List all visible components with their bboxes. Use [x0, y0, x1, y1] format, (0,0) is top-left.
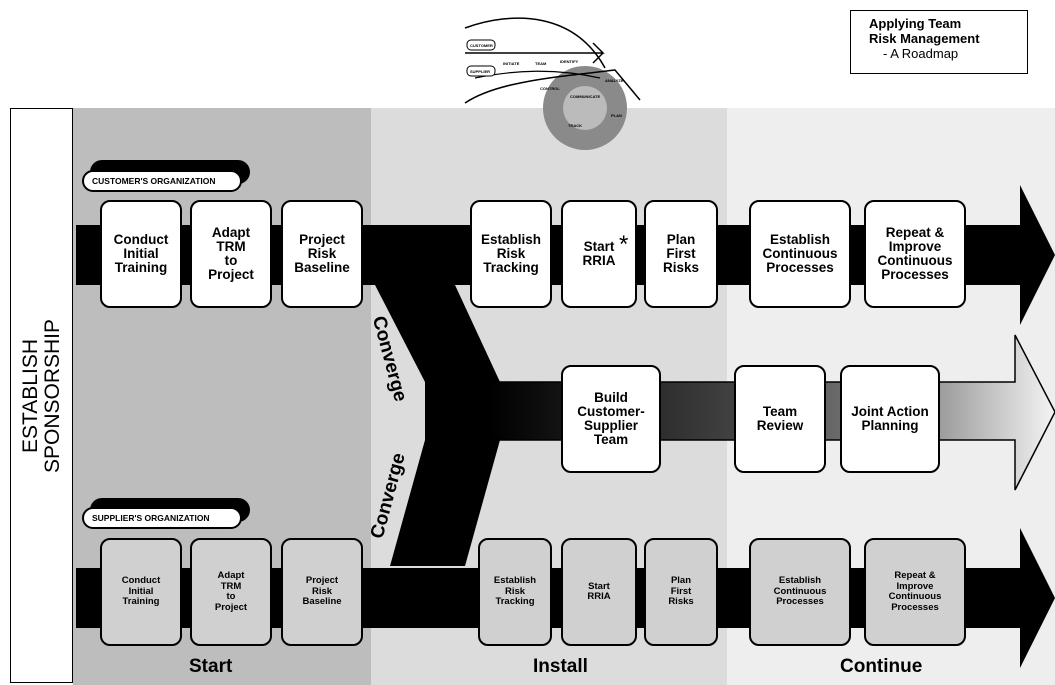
title-line2: Risk Management	[869, 31, 1027, 46]
supplier-org-tab: SUPPLIER'S ORGANIZATION	[82, 507, 242, 529]
customer-step-plan-risks: Plan First Risks	[644, 200, 718, 308]
customer-step-adapt-trm: Adapt TRM to Project	[190, 200, 272, 308]
mini-label-analyze: ANALYZE	[605, 78, 624, 83]
title-line3: - A Roadmap	[869, 46, 1027, 61]
customer-step-continuous-processes: Establish Continuous Processes	[749, 200, 851, 308]
phase-label-install: Install	[533, 656, 588, 678]
establish-sponsorship: ESTABLISH SPONSORSHIP	[10, 108, 73, 683]
customer-step-risk-tracking: Establish Risk Tracking	[470, 200, 552, 308]
phase-label-start: Start	[189, 656, 232, 678]
customer-org-tab: CUSTOMER'S ORGANIZATION	[82, 170, 242, 192]
converge-funnel	[375, 285, 500, 566]
supplier-step-conduct-training: Conduct Initial Training	[100, 538, 182, 646]
supplier-step-plan-risks: Plan First Risks	[644, 538, 718, 646]
mini-label-identify: IDENTIFY	[560, 59, 578, 64]
supplier-step-continuous-processes: Establish Continuous Processes	[749, 538, 851, 646]
mini-label-track: TRACK	[568, 123, 582, 128]
phase-label-continue: Continue	[840, 656, 922, 678]
customer-step-start-rria-label: Start RRIA	[583, 240, 616, 268]
rria-asterisk: *	[619, 238, 628, 252]
mini-label-communicate: COMMUNICATE	[570, 94, 600, 99]
customer-step-risk-baseline: Project Risk Baseline	[281, 200, 363, 308]
joint-step-action-planning: Joint Action Planning	[840, 365, 940, 473]
supplier-step-risk-baseline: Project Risk Baseline	[281, 538, 363, 646]
mini-label-team: TEAM	[535, 61, 546, 66]
customer-step-start-rria: Start RRIA *	[561, 200, 637, 308]
mini-process-graphic	[455, 8, 655, 158]
joint-step-build-team: Build Customer- Supplier Team	[561, 365, 661, 473]
title-box: Applying Team Risk Management - A Roadma…	[850, 10, 1028, 74]
mini-label-customer: CUSTOMER	[470, 43, 493, 48]
mini-label-plan: PLAN	[611, 113, 622, 118]
mini-process-diagram: CUSTOMER SUPPLIER INITIATE TEAM IDENTIFY…	[455, 8, 655, 158]
mini-label-supplier: SUPPLIER	[470, 69, 490, 74]
supplier-step-adapt-trm: Adapt TRM to Project	[190, 538, 272, 646]
mini-label-initiate: INITIATE	[503, 61, 519, 66]
supplier-step-risk-tracking: Establish Risk Tracking	[478, 538, 552, 646]
mini-label-control: CONTROL	[540, 86, 560, 91]
customer-step-repeat-improve: Repeat & Improve Continuous Processes	[864, 200, 966, 308]
supplier-step-repeat-improve: Repeat & Improve Continuous Processes	[864, 538, 966, 646]
sponsorship-label: ESTABLISH SPONSORSHIP	[20, 318, 64, 472]
joint-step-team-review: Team Review	[734, 365, 826, 473]
customer-step-conduct-training: Conduct Initial Training	[100, 200, 182, 308]
title-line1: Applying Team	[869, 16, 1027, 31]
supplier-step-start-rria: Start RRIA	[561, 538, 637, 646]
